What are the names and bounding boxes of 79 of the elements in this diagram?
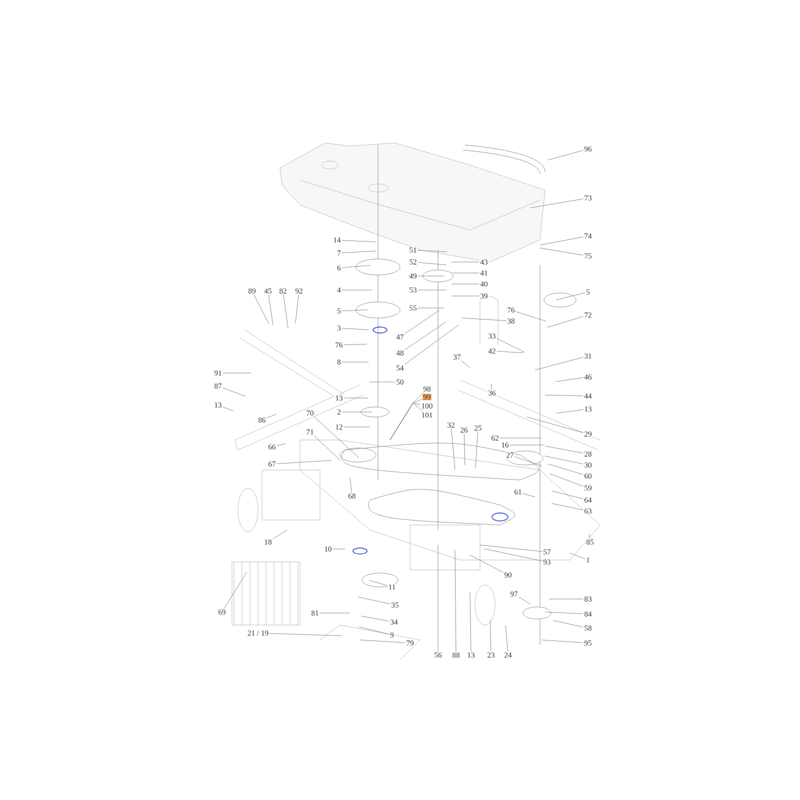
leader-line [544, 612, 584, 614]
leader-line [344, 426, 370, 428]
leader-line [548, 598, 584, 600]
leader-line [464, 433, 466, 466]
leader-line [475, 431, 478, 468]
leader-line [224, 572, 247, 609]
leader-line [454, 550, 456, 652]
leader-line [516, 311, 546, 322]
leader-line [283, 294, 288, 328]
leader-line [462, 318, 506, 321]
leader-line [332, 548, 346, 550]
leader-line [266, 414, 277, 418]
leader-line [470, 554, 504, 573]
leader-line [418, 262, 447, 266]
leader-line [496, 338, 525, 352]
leader-line [544, 446, 584, 454]
leader-line [314, 416, 360, 458]
leader-line [272, 530, 288, 540]
leader-line [544, 394, 584, 396]
leader-line [570, 552, 586, 560]
leader-line [552, 490, 584, 500]
leader-line [268, 294, 274, 326]
leader-line [480, 544, 542, 552]
leader-line [404, 322, 446, 350]
leader-line [496, 351, 524, 353]
leader-line [522, 493, 536, 498]
leader-line [549, 473, 584, 486]
leader-line [276, 443, 286, 446]
leader-line [342, 310, 368, 312]
leader-line [526, 416, 584, 433]
leader-line [222, 406, 234, 412]
leader-line [484, 548, 542, 562]
leader-line [542, 640, 584, 643]
leader-line [544, 456, 584, 464]
leader-line [556, 292, 586, 300]
leader-line [518, 596, 530, 604]
leader-line [514, 456, 542, 466]
leader-line [368, 580, 388, 586]
leader-line [342, 250, 376, 254]
leader-line [295, 294, 299, 324]
leader-line [276, 460, 332, 464]
leader-line [344, 344, 368, 346]
leader-line [546, 316, 584, 328]
leader-line [552, 620, 584, 628]
leader-line [490, 620, 492, 652]
leader-line [548, 464, 584, 475]
leader-line [320, 612, 350, 614]
leader-line [556, 377, 584, 382]
leader-line [358, 626, 390, 634]
leader-line [534, 357, 584, 370]
leader-line [254, 294, 269, 324]
leader-line [404, 324, 460, 365]
leader-line [359, 640, 406, 643]
leader-line [350, 478, 352, 493]
leader-line [451, 272, 480, 274]
leader-line [269, 633, 342, 636]
leader-line [342, 328, 369, 330]
leader-line [530, 198, 584, 208]
leader-line [589, 534, 590, 539]
leader-line [418, 250, 448, 252]
leader-line [540, 248, 584, 256]
leader-line [342, 265, 370, 268]
leader-line [404, 310, 440, 334]
leader-line [360, 616, 390, 622]
leader-line [470, 592, 472, 652]
leader-line [358, 596, 390, 604]
leader-line [548, 150, 584, 160]
leader-line [451, 428, 456, 470]
leader-line [222, 372, 252, 374]
leader-line [556, 409, 584, 414]
leader-line [460, 360, 470, 368]
leader-line [505, 625, 508, 652]
leader-line [551, 503, 584, 510]
leader-line [540, 236, 584, 246]
leader-line [510, 444, 544, 446]
leader-line [314, 435, 340, 460]
leader-line [342, 240, 376, 242]
leader-line [222, 388, 246, 397]
leader-line [490, 383, 492, 390]
